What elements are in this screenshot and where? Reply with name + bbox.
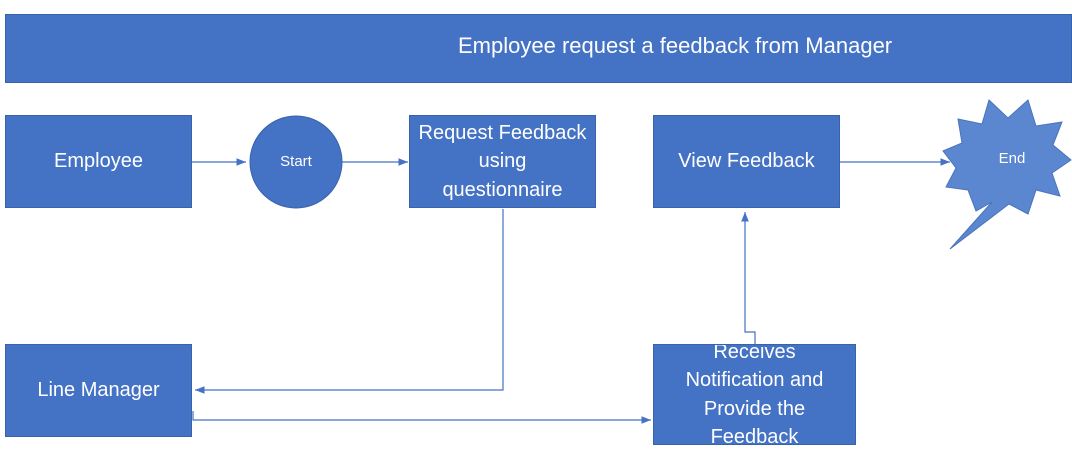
diagram-title: Employee request a feedback from Manager [458,33,893,58]
view-feedback-node: View Feedback [653,115,840,208]
start-node-shape [249,115,343,209]
lane-employee-label: Employee [54,150,143,173]
request-feedback-node: Request Feedback using questionnaire [409,115,596,208]
receives-notification-label: Receives Notification and Provide the Fe… [685,344,824,445]
lane-employee: Employee [5,115,192,208]
lane-line-manager: Line Manager [5,344,192,437]
end-node-label: End [998,150,1026,167]
arrow-receives-to-view [741,212,756,344]
request-feedback-label: Request Feedback using questionnaire [418,121,587,201]
start-node-label: Start [280,153,312,170]
lane-line-manager-label: Line Manager [37,379,160,402]
end-node-shape [942,99,1072,250]
arrow-line-manager-to-receives [192,411,651,424]
view-feedback-label: View Feedback [678,150,815,173]
receives-notification-node: Receives Notification and Provide the Fe… [653,344,856,445]
diagram-title-banner [5,14,1072,83]
arrow-request-to-line-manager [195,209,504,394]
